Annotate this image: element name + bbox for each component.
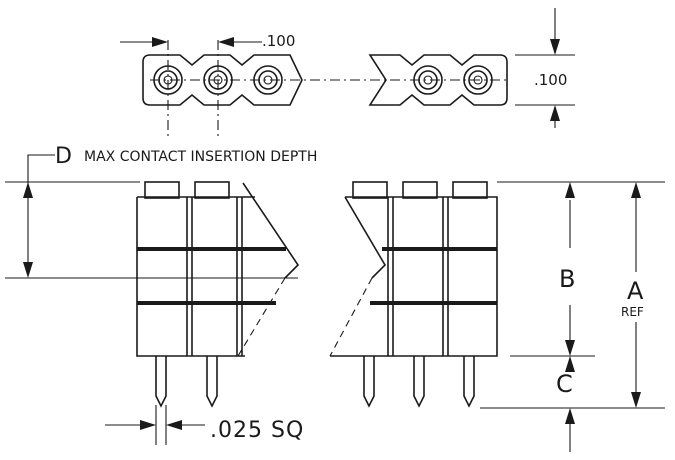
row-label: .100	[534, 71, 567, 89]
row-arrow-bottom	[550, 105, 560, 121]
depth-arrow-bottom	[23, 262, 33, 278]
pin	[206, 356, 218, 408]
dim-a-arrow-top	[631, 182, 641, 198]
dim-c-arrow-bottom	[565, 408, 575, 424]
dim-c-arrow-top	[565, 356, 575, 372]
dim-b-label: B	[559, 265, 575, 293]
dim-a-note: REF	[621, 305, 644, 319]
top-right-strip	[368, 54, 508, 106]
side-view: D MAX CONTACT INSERTION DEPTH	[5, 144, 665, 452]
depth-letter: D	[55, 144, 72, 169]
top-view: .100 .100	[120, 8, 575, 138]
pitch-label: .100	[262, 32, 295, 50]
right-housing	[329, 181, 498, 357]
pin-size-arrow-left	[140, 420, 156, 430]
row-arrow-top	[550, 39, 560, 55]
pin-size-label: .025 SQ	[210, 418, 304, 443]
dim-c-label: C	[556, 370, 573, 398]
dim-a-arrow-bottom	[631, 392, 641, 408]
dim-b-arrow-bottom	[565, 340, 575, 356]
pin	[363, 356, 375, 408]
depth-leader	[27, 154, 55, 190]
dim-a-label: A	[627, 277, 644, 305]
dim-b-arrow-top	[565, 182, 575, 198]
pitch-arrow-right	[218, 37, 234, 47]
depth-text: MAX CONTACT INSERTION DEPTH	[84, 149, 317, 165]
pitch-arrow-left	[152, 37, 168, 47]
pin	[463, 356, 475, 408]
pin	[155, 356, 167, 408]
depth-arrow-top	[23, 182, 33, 198]
left-housing	[136, 181, 300, 357]
pin	[413, 356, 425, 408]
pin-size-arrow-right	[166, 420, 182, 430]
top-left-strip	[142, 54, 303, 106]
